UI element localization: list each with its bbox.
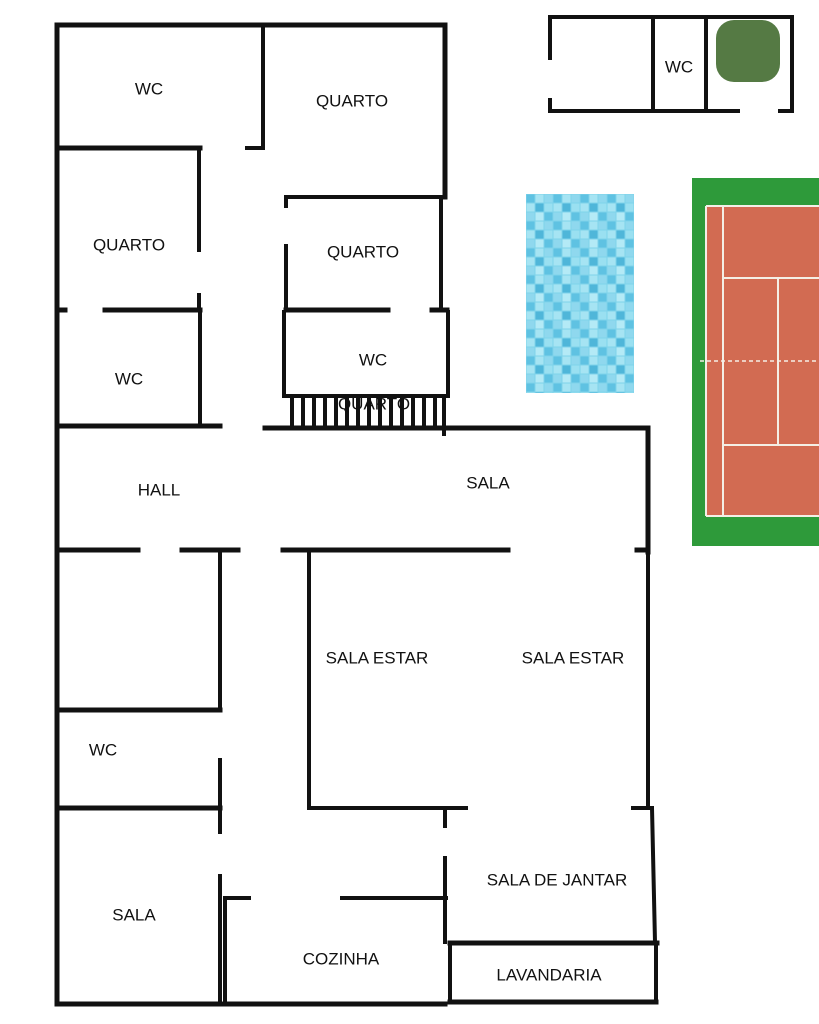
room-label-sala-estar-left: SALA ESTAR <box>326 648 429 667</box>
tennis-court <box>692 178 819 546</box>
room-label-sala-de-jantar: SALA DE JANTAR <box>487 870 627 889</box>
room-label-sala-estar-right: SALA ESTAR <box>522 648 625 667</box>
room-label-wc-top-left: WC <box>135 79 163 98</box>
room-label-sala-top: SALA <box>466 473 510 492</box>
room-label-cozinha: COZINHA <box>303 949 380 968</box>
swimming-pool <box>526 194 634 393</box>
shrub-planter <box>716 20 780 82</box>
room-label-wc-outbuilding: WC <box>665 57 693 76</box>
room-label-quarto-stair: QUARTO <box>338 394 410 413</box>
room-label-wc-left-mid: WC <box>115 369 143 388</box>
outbuilding <box>548 15 794 113</box>
room-label-quarto-top: QUARTO <box>316 91 388 110</box>
room-label-sala-bottom: SALA <box>112 905 156 924</box>
room-label-lavandaria: LAVANDARIA <box>496 965 602 984</box>
room-labels: WC QUARTO QUARTO QUARTO WC WC QUARTO HAL… <box>89 57 693 984</box>
room-label-quarto-mid: QUARTO <box>327 242 399 261</box>
room-label-hall: HALL <box>138 480 181 499</box>
room-label-wc-mid: WC <box>359 350 387 369</box>
room-label-wc-lower-left: WC <box>89 740 117 759</box>
room-label-quarto-left: QUARTO <box>93 235 165 254</box>
house-walls <box>54 22 660 1007</box>
